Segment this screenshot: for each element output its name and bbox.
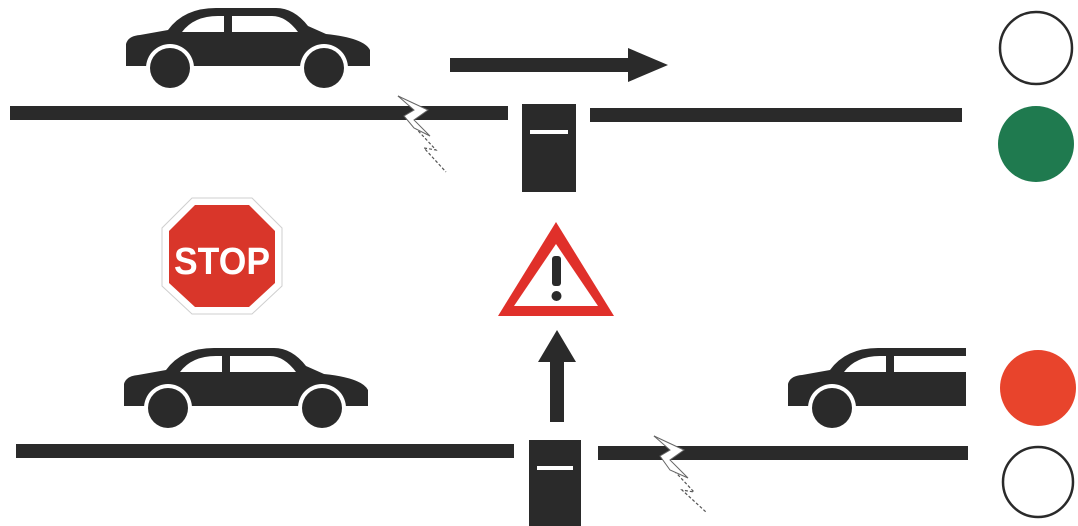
bottom-signal-box-icon	[529, 440, 581, 526]
bottom-left-car-icon	[124, 348, 368, 432]
top-arrow-icon	[450, 48, 668, 82]
bottom-right-car-icon	[788, 348, 966, 432]
up-arrow-icon	[538, 330, 576, 422]
warning-triangle-icon	[498, 222, 614, 316]
top-upper-indicator-light-icon	[1000, 12, 1072, 84]
top-road-right	[590, 108, 962, 122]
bottom-upper-indicator-light-icon	[1000, 350, 1076, 426]
top-lane	[10, 8, 962, 192]
indicator-lights	[998, 12, 1076, 517]
bottom-road-left	[16, 444, 514, 458]
top-signal-box-icon	[522, 104, 576, 192]
stop-sign-label: STOP	[174, 241, 270, 283]
top-road-left	[10, 106, 508, 120]
stop-sign-icon: STOP	[162, 198, 282, 314]
top-lower-indicator-light-icon	[998, 106, 1074, 182]
bottom-lane	[16, 330, 968, 526]
bottom-lower-indicator-light-icon	[1003, 447, 1073, 517]
bottom-road-right	[598, 446, 968, 460]
top-car-icon	[126, 8, 370, 92]
